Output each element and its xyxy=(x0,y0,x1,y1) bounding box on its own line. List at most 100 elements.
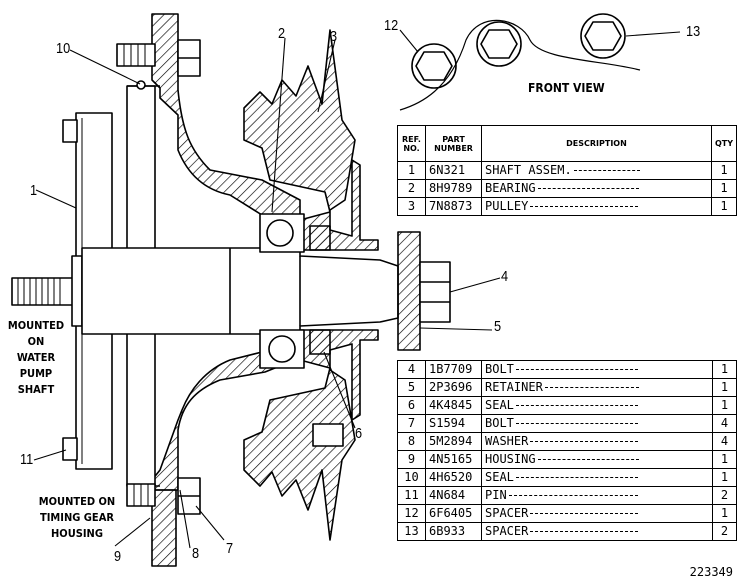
description-cell: SPACER xyxy=(481,504,713,523)
callout-7: 7 xyxy=(226,540,234,557)
part-number-cell: S1594 xyxy=(425,414,482,433)
callout-2: 2 xyxy=(278,25,286,42)
callout-12: 12 xyxy=(384,17,399,34)
description-cell: SEAL xyxy=(481,396,713,415)
ref-cell: 1 xyxy=(397,161,426,180)
callout-10: 10 xyxy=(56,40,71,57)
part-number-cell: 6N321 xyxy=(425,161,482,180)
ref-cell: 3 xyxy=(397,197,426,216)
qty-cell: 1 xyxy=(710,197,738,216)
ref-cell: 13 xyxy=(397,522,426,541)
description-cell: WASHER xyxy=(481,432,713,451)
qty-cell: 1 xyxy=(710,161,738,180)
qty-cell: 1 xyxy=(712,360,737,379)
part-number-cell: 4N5165 xyxy=(425,450,482,469)
ref-cell: 4 xyxy=(397,360,426,379)
header-ref: REF.NO. xyxy=(397,125,426,162)
description-cell: HOUSING xyxy=(481,450,713,469)
ref-cell: 8 xyxy=(397,432,426,451)
housing-bolts xyxy=(116,39,201,515)
qty-cell: 1 xyxy=(712,378,737,397)
part-number-cell: 4N684 xyxy=(425,486,482,505)
part-number-cell: 4K4845 xyxy=(425,396,482,415)
description-cell: RETAINER xyxy=(481,378,713,397)
qty-cell: 2 xyxy=(712,522,737,541)
description-cell: BOLT xyxy=(481,414,713,433)
part-number-cell: 5M2894 xyxy=(425,432,482,451)
pulley-section xyxy=(243,29,379,541)
leader-lines xyxy=(33,29,681,549)
ref-cell: 6 xyxy=(397,396,426,415)
bearings xyxy=(259,213,305,369)
callout-9: 9 xyxy=(114,548,122,565)
qty-cell: 1 xyxy=(712,504,737,523)
qty-cell: 1 xyxy=(712,468,737,487)
description-cell: BOLT xyxy=(481,360,713,379)
callout-11: 11 xyxy=(20,451,34,468)
shaft xyxy=(81,247,399,335)
callout-1: 1 xyxy=(30,182,38,199)
part-number-cell: 7N8873 xyxy=(425,197,482,216)
dotted-leader xyxy=(530,441,639,442)
callout-6: 6 xyxy=(355,425,363,442)
dotted-leader xyxy=(544,387,639,388)
figure-number: 223349 xyxy=(689,565,733,579)
dotted-leader xyxy=(530,206,639,207)
description-cell: PIN xyxy=(481,486,713,505)
callout-8: 8 xyxy=(192,545,200,562)
ref-cell: 5 xyxy=(397,378,426,397)
qty-cell: 1 xyxy=(712,450,737,469)
header-desc: DESCRIPTION xyxy=(481,125,712,162)
ref-cell: 9 xyxy=(397,450,426,469)
ref-cell: 2 xyxy=(397,179,426,198)
front-view-spacers xyxy=(399,13,641,111)
dotted-leader xyxy=(537,188,639,189)
callout-4: 4 xyxy=(501,268,509,285)
dotted-leader xyxy=(515,369,638,370)
part-number-cell: 1B7709 xyxy=(425,360,482,379)
qty-cell: 2 xyxy=(712,486,737,505)
part-number-cell: 2P3696 xyxy=(425,378,482,397)
dotted-leader xyxy=(515,477,638,478)
front-view-label: FRONT VIEW xyxy=(528,81,605,95)
note-timing-gear: MOUNTED ON TIMING GEAR HOUSING xyxy=(38,495,116,540)
description-cell: SPACER xyxy=(481,522,713,541)
description-cell: SHAFT ASSEM. xyxy=(481,161,712,180)
retainer-bolt xyxy=(397,231,451,351)
qty-cell: 4 xyxy=(712,414,737,433)
part-number-cell: 6B933 xyxy=(425,522,482,541)
description-cell: BEARING xyxy=(481,179,712,198)
qty-cell: 1 xyxy=(712,396,737,415)
description-cell: SEAL xyxy=(481,468,713,487)
ref-cell: 7 xyxy=(397,414,426,433)
note-water-pump: MOUNTED ON WATER PUMP SHAFT xyxy=(7,319,65,396)
dotted-leader xyxy=(515,423,638,424)
ref-cell: 12 xyxy=(397,504,426,523)
ref-cell: 11 xyxy=(397,486,426,505)
dotted-leader xyxy=(530,531,639,532)
dotted-leader xyxy=(537,459,639,460)
dotted-leader xyxy=(530,513,639,514)
header-qty: QTY xyxy=(710,125,738,162)
callout-5: 5 xyxy=(494,318,502,335)
description-cell: PULLEY xyxy=(481,197,712,216)
dotted-leader xyxy=(573,170,640,171)
seals xyxy=(309,225,331,355)
callout-13: 13 xyxy=(686,23,701,40)
